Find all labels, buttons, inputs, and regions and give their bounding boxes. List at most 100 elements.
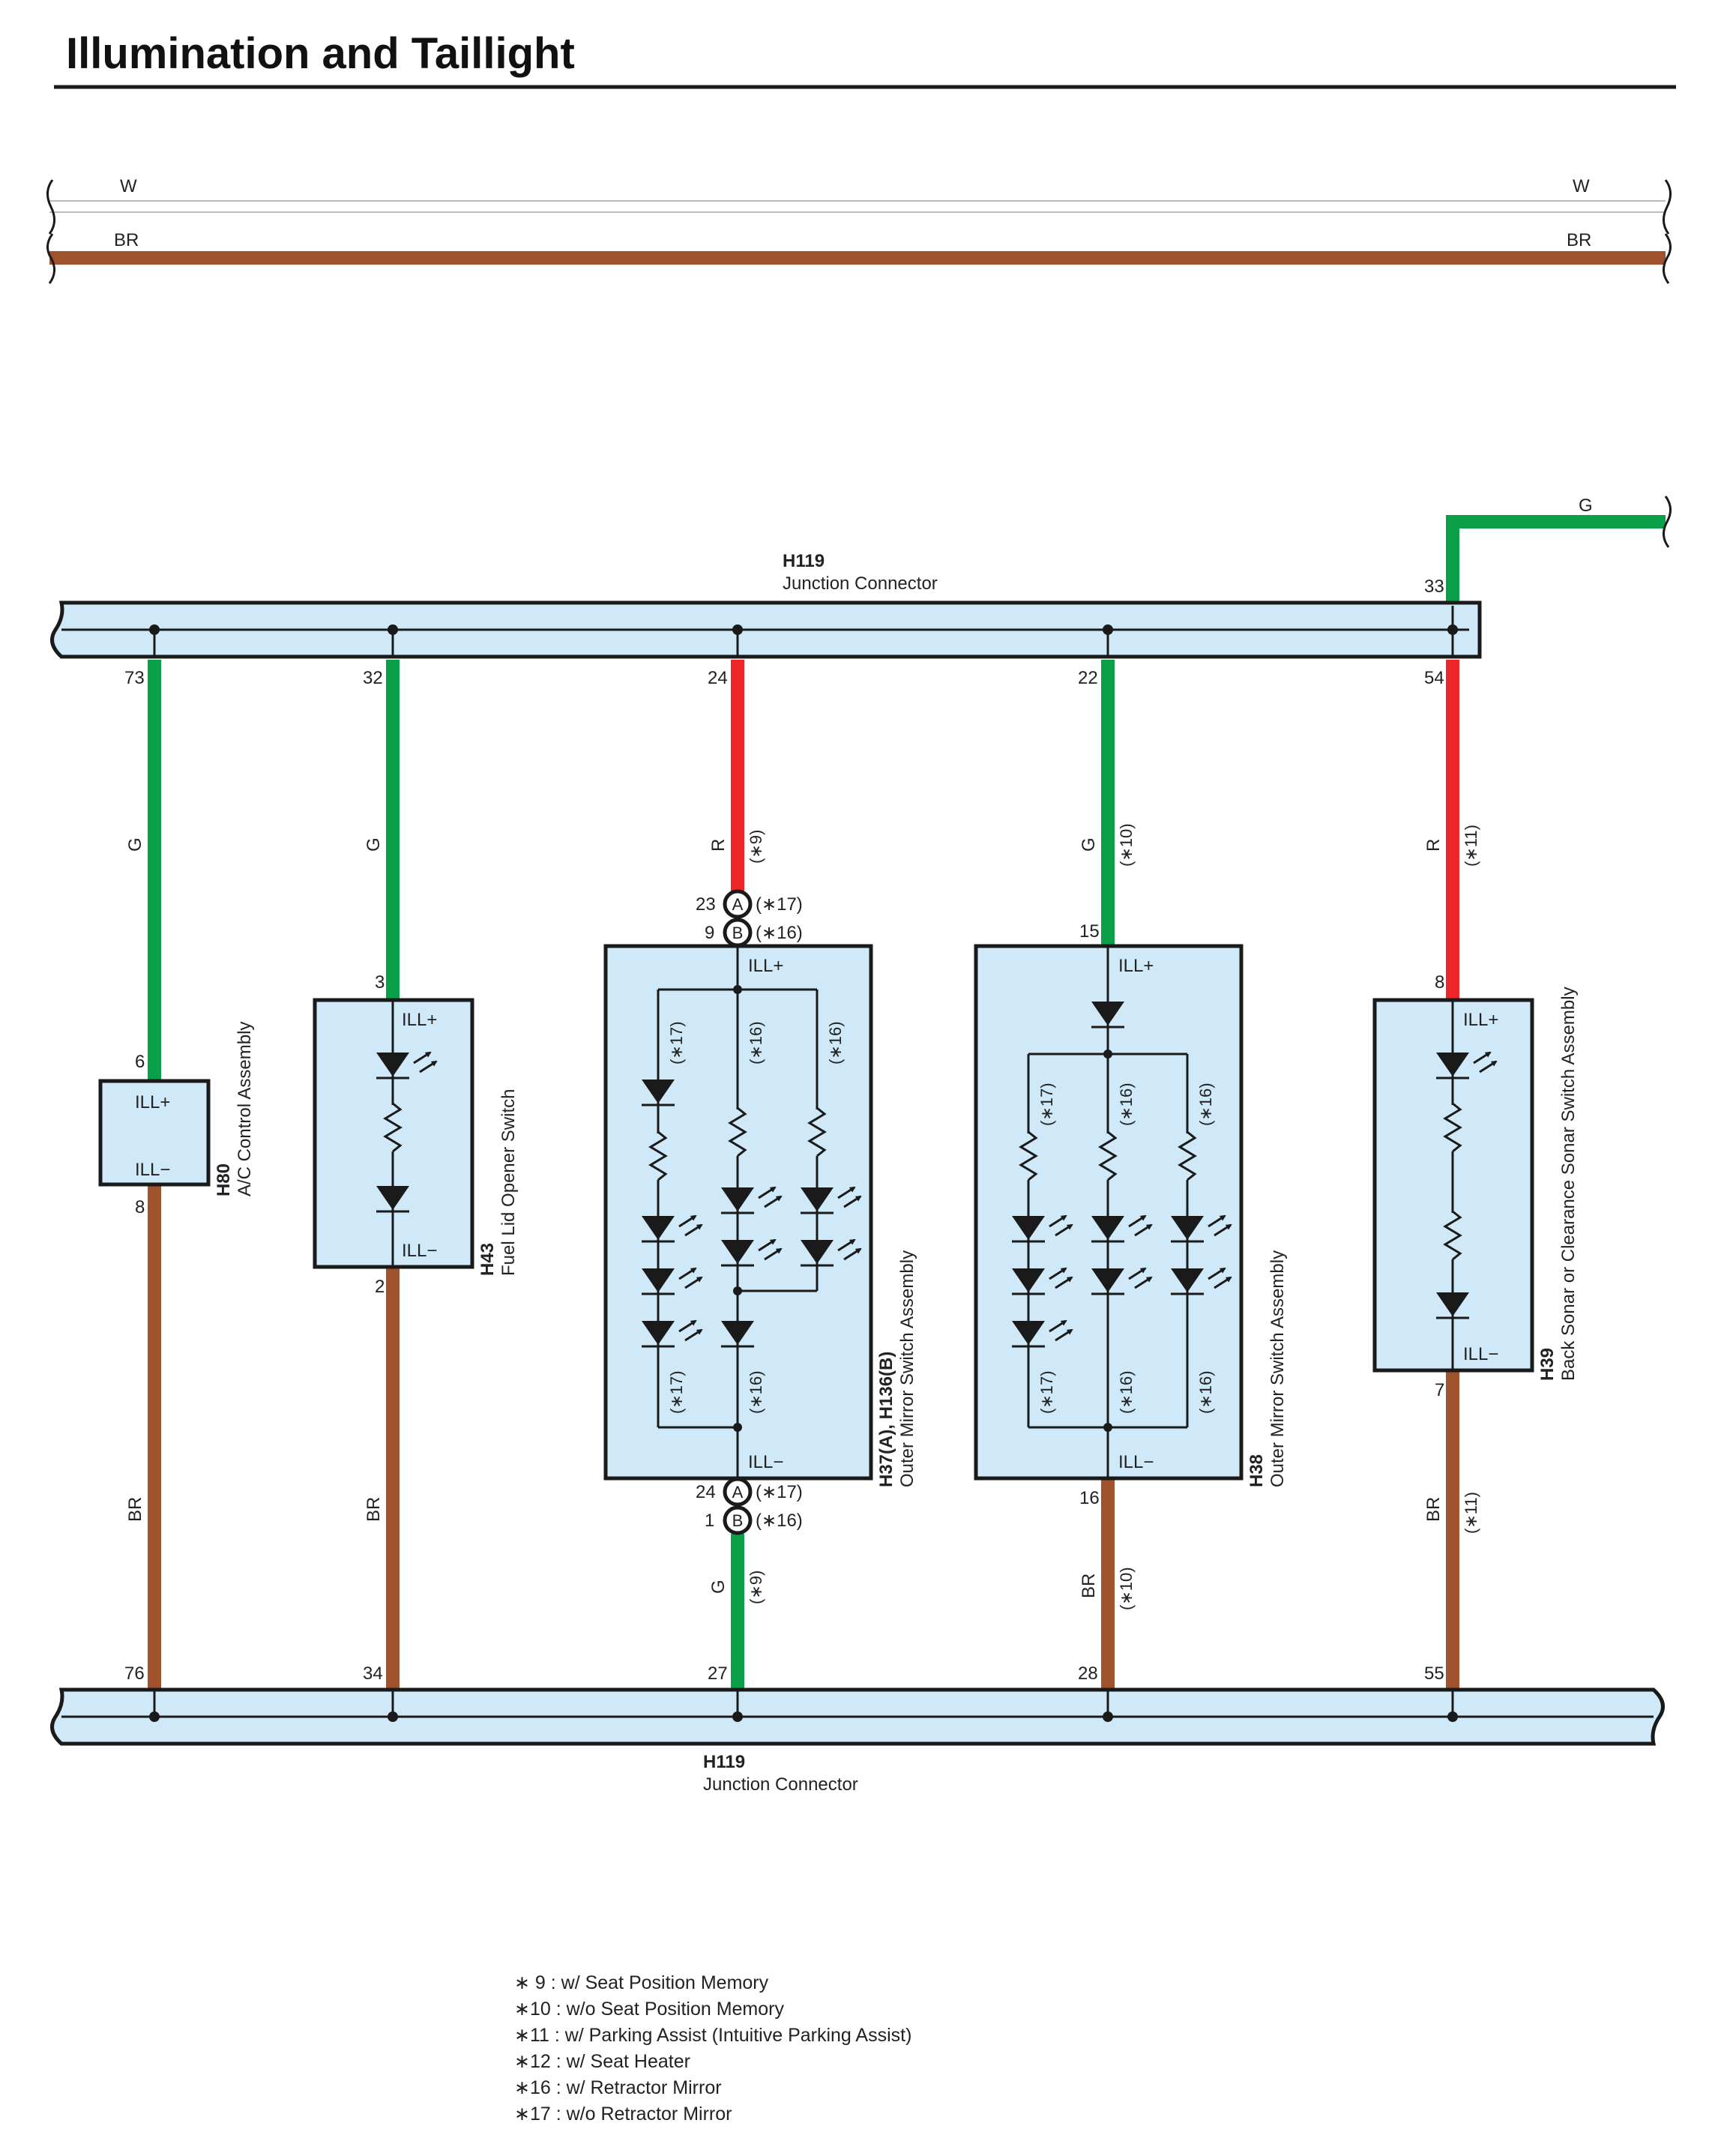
diode-icon	[1091, 1002, 1124, 1026]
br-label-right: BR	[1567, 230, 1591, 250]
h43-lower-color: BR	[364, 1497, 384, 1522]
h38-pin-out: 16	[1079, 1488, 1100, 1508]
top-wire-group: W W BR BR	[46, 176, 1672, 284]
led-icon	[642, 1216, 675, 1240]
br-label-left: BR	[114, 230, 139, 250]
bottom-junction-connector: H119 Junction Connector	[50, 1687, 1665, 1795]
h37-lower-color: G	[708, 1580, 729, 1594]
h37-out-a-note: (∗17)	[756, 1482, 803, 1502]
h38-ill-plus: ILL+	[1118, 956, 1154, 976]
h80-id: H80	[214, 1163, 234, 1196]
light-ray-icon	[1214, 1223, 1232, 1237]
resistor-icon	[648, 1130, 668, 1181]
w-label-left: W	[120, 176, 137, 196]
junction-dot	[733, 1286, 742, 1295]
h38-internal-circuit	[1027, 946, 1189, 1478]
footnote: ∗16 : w/ Retractor Mirror	[514, 2077, 722, 2098]
h37-in-b-note: (∗16)	[756, 923, 803, 943]
h43-bottom-pin: 34	[363, 1663, 383, 1684]
bottom-connector-name: Junction Connector	[703, 1774, 858, 1795]
h39-lower-note: (∗11)	[1462, 1492, 1480, 1534]
led-icon	[1012, 1321, 1045, 1345]
light-ray-icon	[758, 1238, 777, 1252]
top-connector-id: H119	[783, 551, 825, 571]
resistor-icon	[1019, 1130, 1038, 1181]
h37-out-b-note: (∗16)	[756, 1511, 803, 1531]
light-ray-icon	[678, 1319, 697, 1333]
light-ray-icon	[1214, 1276, 1232, 1289]
light-ray-icon	[843, 1247, 862, 1261]
light-ray-icon	[1055, 1276, 1073, 1289]
light-ray-icon	[1128, 1214, 1147, 1228]
led-icon	[1091, 1268, 1124, 1292]
h38-branch-note-top-2: (∗16)	[1117, 1082, 1136, 1126]
junction-dot	[733, 1423, 742, 1432]
h37-out-b-pin: 1	[705, 1511, 714, 1531]
g-feed-label: G	[1579, 496, 1593, 516]
h39-id: H39	[1537, 1348, 1558, 1381]
h37-out-b-label: B	[732, 1511, 744, 1530]
light-ray-icon	[843, 1195, 862, 1208]
wire-break-g	[1663, 496, 1672, 548]
h37-branch-note-top-2: (∗16)	[747, 1021, 765, 1065]
footnote: ∗17 : w/o Retractor Mirror	[514, 2104, 732, 2125]
footnote: ∗11 : w/ Parking Assist (Intuitive Parki…	[514, 2025, 912, 2046]
h38-branch-note-bottom-3: (∗16)	[1196, 1370, 1215, 1414]
wire-break-left	[46, 179, 55, 235]
h43-ill-minus: ILL−	[402, 1241, 437, 1261]
h38-upper-note: (∗10)	[1117, 823, 1136, 867]
footnote: ∗ 9 : w/ Seat Position Memory	[514, 1972, 769, 1993]
light-ray-icon	[678, 1214, 697, 1228]
h80-ill-plus: ILL+	[135, 1092, 170, 1112]
h43-id: H43	[477, 1243, 498, 1276]
light-ray-icon	[1128, 1267, 1147, 1280]
junction-dot	[1103, 1050, 1112, 1059]
h38-name: Outer Mirror Switch Assembly	[1268, 1250, 1288, 1487]
h39-upper-color: R	[1423, 839, 1444, 852]
h37-id: H37(A), H136(B)	[876, 1352, 896, 1487]
resistor-icon	[1098, 1130, 1118, 1181]
w-label-right: W	[1573, 176, 1590, 196]
h37-branch-note-top-3: (∗16)	[826, 1021, 845, 1065]
resistor-icon	[1178, 1130, 1197, 1181]
led-icon	[1012, 1216, 1045, 1240]
top-connector-name: Junction Connector	[783, 573, 938, 594]
h80-pin-out: 8	[135, 1197, 145, 1217]
h43-ill-plus: ILL+	[402, 1010, 437, 1030]
h37-out-a-circle	[723, 1477, 753, 1507]
light-ray-icon	[1055, 1223, 1073, 1237]
top-junction-connector: H119 Junction Connector	[50, 551, 1482, 659]
light-ray-icon	[419, 1060, 438, 1074]
diode-icon	[376, 1186, 409, 1210]
light-ray-icon	[764, 1247, 783, 1261]
led-icon	[801, 1240, 834, 1264]
h37-branch-note-bottom-2: (∗16)	[747, 1370, 765, 1414]
h38-branch-note-bottom-2: (∗16)	[1117, 1370, 1136, 1414]
diode-icon	[1436, 1292, 1469, 1316]
h38-branch-note-bottom-1: (∗17)	[1037, 1370, 1056, 1414]
h37-in-a-pin: 23	[696, 894, 716, 915]
h38-ill-minus: ILL−	[1118, 1452, 1154, 1472]
bottom-connector-id: H119	[703, 1752, 745, 1772]
light-ray-icon	[758, 1186, 777, 1199]
led-icon	[642, 1321, 675, 1345]
light-ray-icon	[684, 1328, 703, 1342]
h37-upper-color: R	[708, 839, 729, 852]
footnote: ∗10 : w/o Seat Position Memory	[514, 1999, 784, 2020]
light-ray-icon	[1208, 1267, 1226, 1280]
h37-in-b-label: B	[732, 924, 744, 942]
h39-pin-out: 7	[1435, 1380, 1444, 1400]
h38-lower-color: BR	[1079, 1574, 1099, 1598]
h39-top-pin: 54	[1424, 668, 1444, 688]
h37-in-a-circle	[723, 889, 753, 919]
h37-upper-note: (∗9)	[747, 830, 765, 864]
h37-branch-note-bottom-1: (∗17)	[667, 1370, 686, 1414]
light-ray-icon	[1049, 1214, 1067, 1228]
light-ray-icon	[1473, 1051, 1492, 1065]
h80-lower-color: BR	[125, 1497, 145, 1522]
component-h39: ILL+ ILL− 54 R (∗11) 8 7 BR (∗11) 55 H39…	[1372, 668, 1579, 1684]
vertical-wires	[148, 660, 1459, 1690]
h37-in-b-pin: 9	[705, 923, 714, 943]
g-feed-group: G 33	[1424, 496, 1672, 604]
h38-branch-note-top-3: (∗16)	[1196, 1082, 1215, 1126]
